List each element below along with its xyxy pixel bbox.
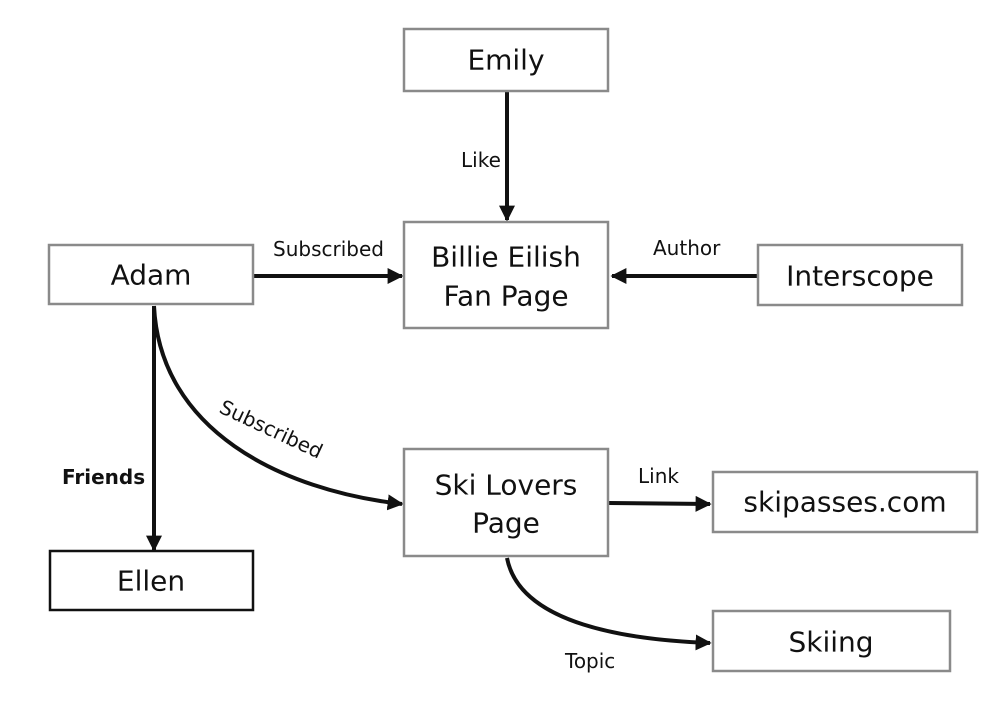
edge-label-adam-ski-subscribed: Subscribed — [216, 395, 327, 464]
node-skipasses: skipasses.com — [711, 470, 979, 534]
node-ski-lovers-label-line2: Page — [472, 507, 540, 540]
node-emily-label: Emily — [467, 44, 544, 77]
node-ellen: Ellen — [48, 549, 255, 612]
node-skiing-label: Skiing — [788, 626, 873, 659]
node-interscope: Interscope — [756, 243, 964, 307]
node-ski-lovers-label-line1: Ski Lovers — [435, 469, 578, 502]
edge-label-author: Author — [653, 236, 721, 260]
edge-label-adam-billie-subscribed: Subscribed — [273, 237, 384, 261]
node-billie-eilish-fan-page: Billie Eilish Fan Page — [402, 220, 610, 330]
edge-label-link: Link — [638, 464, 679, 488]
node-adam: Adam — [47, 243, 255, 306]
edge-ski-lovers-to-skipasses — [608, 495, 712, 512]
node-skipasses-label: skipasses.com — [743, 486, 946, 519]
node-billie-label-line1: Billie Eilish — [431, 241, 581, 274]
node-ellen-label: Ellen — [117, 565, 185, 598]
node-emily: Emily — [402, 27, 610, 93]
node-ski-lovers-page: Ski Lovers Page — [402, 447, 610, 558]
node-skiing: Skiing — [711, 609, 952, 673]
edges — [146, 92, 757, 651]
edge-label-like: Like — [461, 148, 501, 172]
node-billie-label-line2: Fan Page — [443, 280, 568, 313]
nodes: Emily Adam Billie Eilish Fan Page Inters… — [47, 27, 979, 673]
edge-adam-to-ski-lovers — [152, 305, 404, 511]
node-interscope-label: Interscope — [786, 260, 934, 293]
edge-ski-lovers-to-skiing — [505, 557, 712, 651]
edge-label-topic: Topic — [564, 649, 615, 673]
edge-label-friends: Friends — [62, 465, 145, 489]
node-adam-label: Adam — [111, 259, 192, 292]
